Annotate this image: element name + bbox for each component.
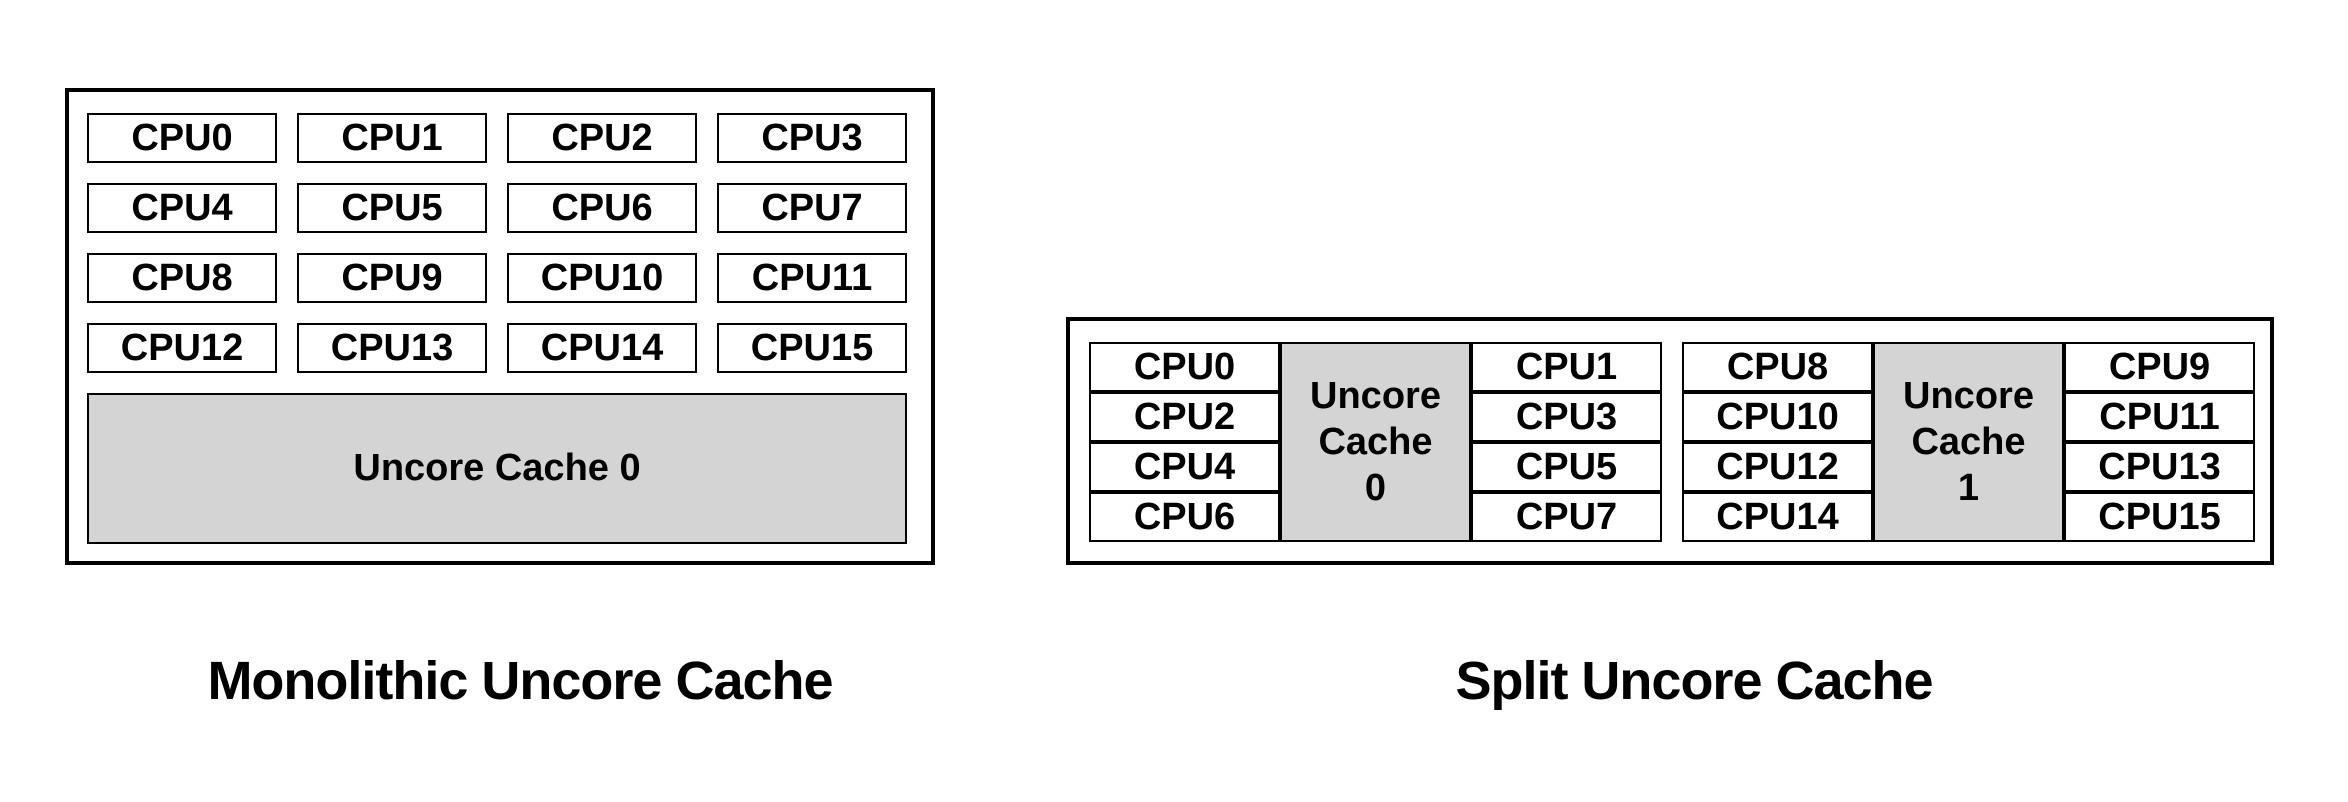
cpu-box: CPU4	[87, 183, 277, 233]
cpu-cell: CPU12	[1682, 442, 1873, 492]
cpu-cell: CPU1	[1471, 342, 1662, 392]
uncore-cache-0-cell: Uncore Cache 0	[1280, 342, 1471, 542]
cpu-cell: CPU2	[1089, 392, 1280, 442]
cpu-cell: CPU14	[1682, 492, 1873, 542]
split-cluster-1: CPU8 CPU10 CPU12 CPU14 Uncore Cache 1 CP…	[1682, 342, 2255, 542]
split-package-box: CPU0 CPU2 CPU4 CPU6 Uncore Cache 0 CPU1 …	[1066, 317, 2274, 565]
cpu-box: CPU12	[87, 323, 277, 373]
split-caption: Split Uncore Cache	[1455, 651, 1933, 711]
cpu-box: CPU15	[717, 323, 907, 373]
cpu-cell: CPU10	[1682, 392, 1873, 442]
cpu-box: CPU6	[507, 183, 697, 233]
cpu-box: CPU10	[507, 253, 697, 303]
cpu-cell: CPU8	[1682, 342, 1873, 392]
monolithic-package-box: CPU0 CPU1 CPU2 CPU3 CPU4 CPU5 CPU6 CPU7 …	[65, 88, 935, 565]
uncore-label-line: Uncore	[1903, 375, 2034, 417]
cpu-cell: CPU7	[1471, 492, 1662, 542]
cpu-cell: CPU4	[1089, 442, 1280, 492]
cpu-box: CPU2	[507, 113, 697, 163]
cpu-box: CPU3	[717, 113, 907, 163]
cpu-box: CPU1	[297, 113, 487, 163]
cpu-cell: CPU5	[1471, 442, 1662, 492]
uncore-cache-1-cell: Uncore Cache 1	[1873, 342, 2064, 542]
uncore-label-line: Cache	[1318, 421, 1433, 463]
cpu-cell: CPU9	[2064, 342, 2255, 392]
uncore-cache-0-box: Uncore Cache 0	[87, 393, 907, 544]
cpu-box: CPU9	[297, 253, 487, 303]
uncore-label-line: Uncore	[1310, 375, 1441, 417]
uncore-label-line: 0	[1364, 467, 1387, 509]
cpu-box: CPU5	[297, 183, 487, 233]
cpu-cell: CPU0	[1089, 342, 1280, 392]
cpu-box: CPU7	[717, 183, 907, 233]
monolithic-caption: Monolithic Uncore Cache	[207, 651, 833, 711]
cpu-box: CPU0	[87, 113, 277, 163]
cpu-box: CPU13	[297, 323, 487, 373]
uncore-label-line: Cache	[1911, 421, 2026, 463]
cpu-box: CPU11	[717, 253, 907, 303]
cpu-cell: CPU6	[1089, 492, 1280, 542]
monolithic-cpu-grid: CPU0 CPU1 CPU2 CPU3 CPU4 CPU5 CPU6 CPU7 …	[87, 113, 907, 373]
cpu-cell: CPU13	[2064, 442, 2255, 492]
cpu-cell: CPU11	[2064, 392, 2255, 442]
split-cluster-0: CPU0 CPU2 CPU4 CPU6 Uncore Cache 0 CPU1 …	[1089, 342, 1662, 542]
cpu-box: CPU8	[87, 253, 277, 303]
uncore-label-line: 1	[1957, 467, 1980, 509]
cpu-cell: CPU15	[2064, 492, 2255, 542]
cpu-cell: CPU3	[1471, 392, 1662, 442]
cpu-box: CPU14	[507, 323, 697, 373]
